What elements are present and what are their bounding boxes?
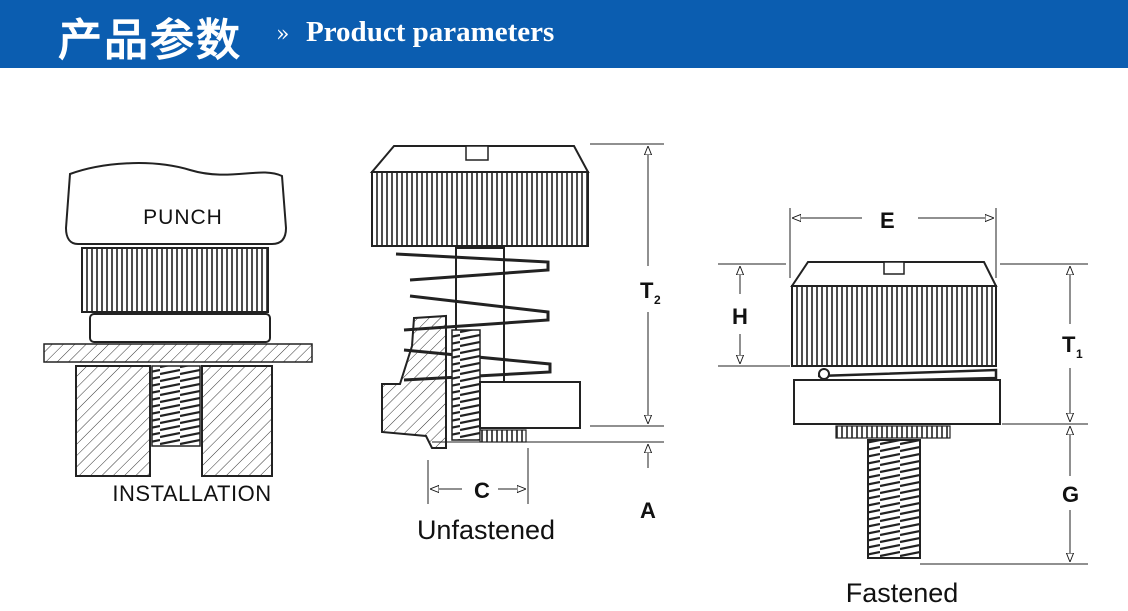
fastened-serrations: [835, 425, 951, 439]
thread-section: [451, 329, 481, 441]
anvil-right: [201, 365, 273, 477]
ferrule-flange: [479, 381, 581, 429]
dim-h-label: H: [732, 304, 748, 329]
dim-a-label: A: [640, 498, 656, 523]
punch-label: PUNCH: [143, 206, 223, 229]
title-english: Product parameters: [306, 16, 555, 48]
punch-shape: [64, 162, 288, 245]
diagram-canvas: PUNCH INSTALLATION T 2 A: [43, 143, 1088, 608]
fastened-figure: E H T 1 G Fastened: [718, 208, 1088, 608]
fastener-knurl-band: [81, 247, 269, 313]
ferrule-section: [381, 314, 447, 449]
fastened-flange: [793, 379, 1001, 425]
dim-t1-subscript: 1: [1076, 347, 1083, 361]
fastened-thread: [867, 439, 921, 559]
title-chinese: 产品参数: [58, 15, 242, 66]
dim-g-label: G: [1062, 482, 1079, 507]
unfastened-figure: T 2 A C Unfastened: [369, 143, 664, 545]
dim-t2-subscript: 2: [654, 293, 661, 307]
fastened-caption: Fastened: [846, 578, 959, 608]
chevron-icon: »: [276, 22, 290, 47]
anvil-thread: [151, 365, 201, 447]
dim-t1-label: T: [1062, 332, 1076, 357]
fastened-cap-knurl: [791, 285, 997, 367]
screw-slot: [465, 145, 489, 161]
sheet-panel: [43, 343, 313, 363]
installation-caption: INSTALLATION: [112, 481, 271, 506]
fastener-collar: [89, 313, 271, 343]
ferrule-serrations: [479, 429, 527, 443]
header-banner: 产品参数 » Product parameters: [0, 0, 1128, 68]
dim-e-label: E: [880, 208, 895, 233]
fastened-slot: [883, 261, 905, 275]
dim-c-label: C: [474, 478, 490, 503]
dim-t2-label: T: [640, 278, 654, 303]
anvil-left: [75, 365, 151, 477]
installation-figure: PUNCH INSTALLATION: [43, 162, 313, 506]
unfastened-caption: Unfastened: [417, 515, 555, 545]
screw-cap-knurl: [371, 171, 589, 247]
